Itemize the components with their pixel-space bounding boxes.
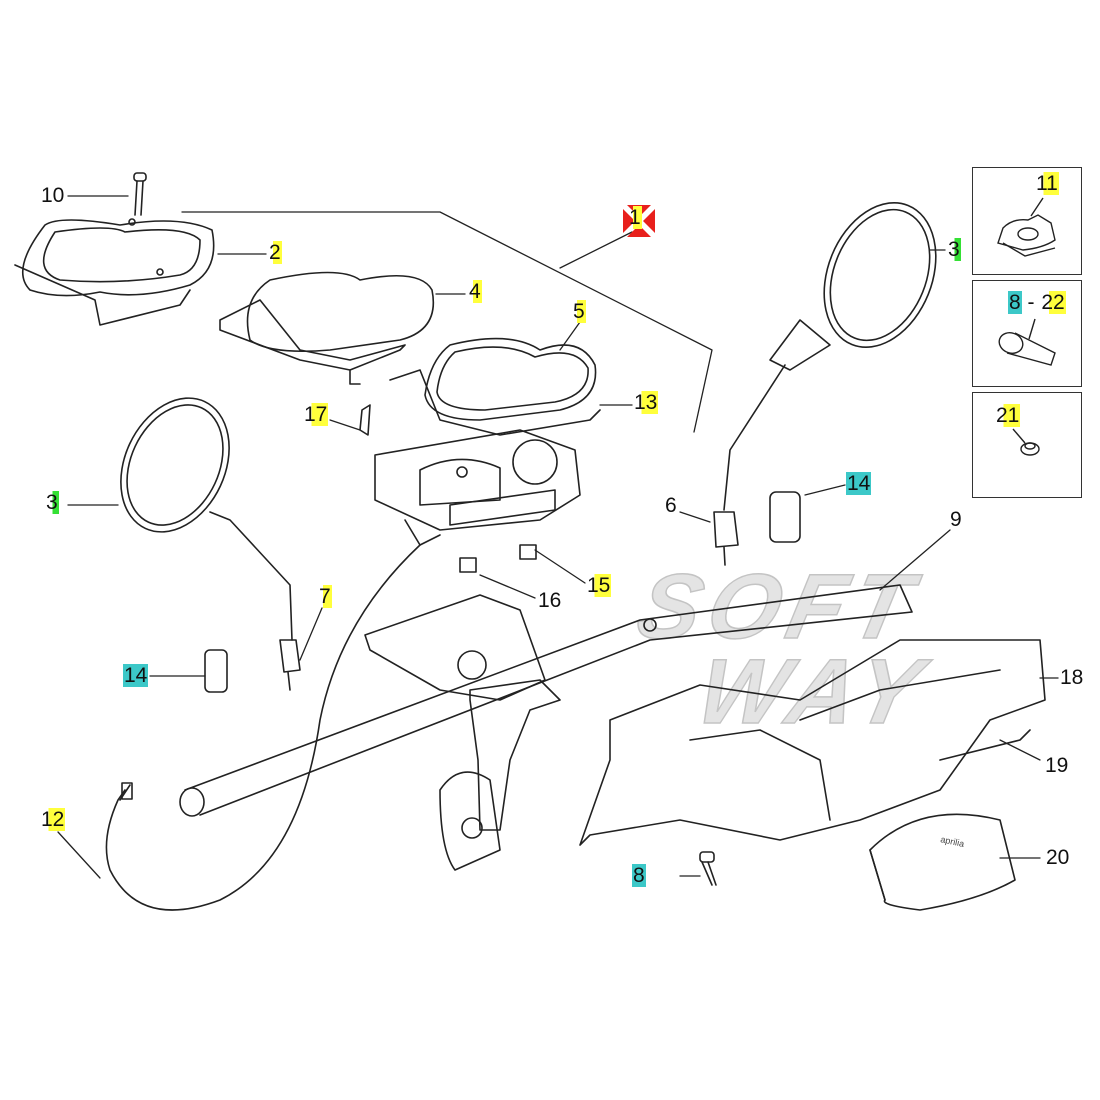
part-screw-10 (133, 172, 147, 216)
callout-20[interactable]: 20 (1046, 846, 1070, 869)
part-bezel-2 (14, 218, 215, 326)
part-cap-20 (869, 813, 1016, 911)
cover-brand-text: aprilia (940, 834, 966, 849)
callout-5[interactable]: 5 (572, 300, 586, 323)
part-spacer-14 (204, 491, 801, 693)
part-screw-17 (359, 404, 371, 436)
callout-4[interactable]: 4 (468, 280, 482, 303)
inset-box-21[interactable]: 21 (972, 392, 1082, 498)
bolt-icon (998, 318, 1056, 366)
callout-9[interactable]: 9 (950, 508, 962, 531)
inset-box-11[interactable]: 11 (972, 167, 1082, 275)
part-cable-12 (105, 544, 421, 911)
callout-16[interactable]: 16 (538, 589, 562, 612)
callout-21: 21 (995, 404, 1021, 427)
callout-3-left[interactable]: 3 (45, 491, 59, 514)
callout-19[interactable]: 19 (1045, 754, 1069, 777)
part-fastener-top-bar (643, 618, 657, 632)
callout-3-right[interactable]: 3 (947, 238, 961, 261)
part-screw-8 (699, 851, 717, 886)
leader-lines (57, 195, 1059, 879)
callout-14-right[interactable]: 14 (846, 472, 872, 495)
callout-14-left[interactable]: 14 (123, 664, 149, 687)
callout-10[interactable]: 10 (41, 184, 65, 207)
callout-1[interactable]: 1 (628, 206, 642, 229)
part-mirror-right (713, 201, 937, 566)
callout-6[interactable]: 6 (665, 494, 677, 517)
clip-nut-icon (997, 197, 1056, 257)
callout-17[interactable]: 17 (303, 403, 329, 426)
callout-2[interactable]: 2 (268, 241, 282, 264)
callout-8-22: 8 - 22 (1008, 291, 1066, 314)
part-mirror-left (120, 397, 301, 691)
part-gasket-5-13 (389, 337, 601, 436)
part-lens-4 (219, 271, 434, 385)
part-bulbs-15-16 (459, 544, 537, 573)
inset-box-8-22[interactable]: 8 - 22 (972, 280, 1082, 387)
callout-13[interactable]: 13 (633, 391, 659, 414)
callout-11: 11 (1035, 172, 1059, 195)
part-instrument-cluster (374, 429, 581, 546)
nut-icon (1012, 428, 1040, 456)
callout-8[interactable]: 8 (632, 864, 646, 887)
callout-7[interactable]: 7 (318, 585, 332, 608)
part-handlebar (179, 584, 913, 871)
callout-18[interactable]: 18 (1060, 666, 1084, 689)
callout-15[interactable]: 15 (586, 574, 612, 597)
part-cover-18-19 (579, 639, 1046, 846)
callout-12[interactable]: 12 (40, 808, 66, 831)
